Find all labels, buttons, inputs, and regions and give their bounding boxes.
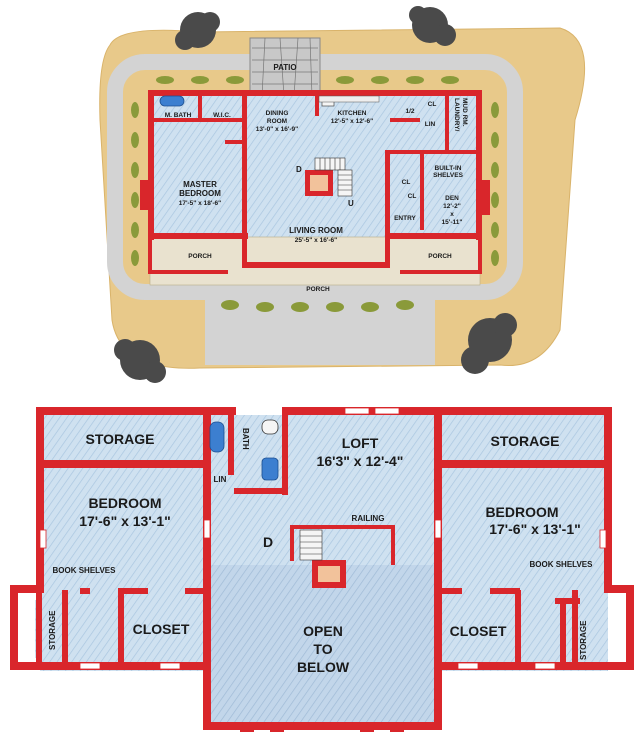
master-bedroom-label-2: BEDROOM <box>179 189 221 198</box>
upper-floor-walls <box>10 407 634 732</box>
upper-windows <box>39 407 607 670</box>
tub-icon <box>209 421 225 453</box>
book-shelves-right-label: BOOK SHELVES <box>530 560 594 569</box>
bath-label: BATH <box>241 428 250 450</box>
master-dims: 17'-5" x 18'-6" <box>179 200 222 207</box>
den-closet-label: CL <box>402 179 411 186</box>
closet-left-label: CLOSET <box>133 621 190 637</box>
tub-icon <box>159 95 185 107</box>
den-dims-2: x <box>450 211 454 218</box>
dining-room-label: DINING <box>266 110 289 117</box>
den-dims-1: 12'-2" <box>443 203 461 210</box>
patio-stones <box>252 37 318 97</box>
open-label-3: BELOW <box>297 659 350 675</box>
storage-small-right-label: STORAGE <box>579 620 588 660</box>
book-shelves-left-label: BOOK SHELVES <box>53 566 117 575</box>
open-label-1: OPEN <box>303 623 343 639</box>
entry-closet-label: CL <box>408 193 417 200</box>
toilet-icon <box>261 419 279 435</box>
railing-label: RAILING <box>352 514 385 523</box>
patio-label: PATIO <box>273 63 296 72</box>
porch-deck <box>149 236 481 286</box>
entry-label: ENTRY <box>394 215 416 222</box>
tree-icon <box>114 6 517 383</box>
living-room-label: LIVING ROOM <box>289 226 343 235</box>
sink-icon <box>261 457 279 481</box>
den-label: DEN <box>445 195 459 202</box>
fireplace-hearth <box>310 175 328 191</box>
upper-stairs <box>299 529 323 561</box>
front-path <box>205 285 435 365</box>
built-in-label-1: BUILT-IN <box>435 165 462 172</box>
storage-right-label: STORAGE <box>491 433 560 449</box>
porch-left-label: PORCH <box>188 253 212 260</box>
m-bath-label: M. BATH <box>165 112 192 119</box>
upper-floor-plan: STORAGE STORAGE BATH LIN LOFT 16'3" x 12… <box>10 407 634 732</box>
main-floor-walls <box>140 90 490 274</box>
living-dims: 25'-5" x 16'-6" <box>295 237 338 244</box>
closet-right-label: CLOSET <box>450 623 507 639</box>
built-in-label-2: SHELVES <box>433 172 464 179</box>
linen-label: LIN <box>425 121 436 128</box>
loft-label: LOFT <box>342 435 379 451</box>
fireplace-upper <box>318 566 340 582</box>
bedroom-right-dims: 17'-6" x 13'-1" <box>489 521 581 537</box>
storage-left-label: STORAGE <box>86 431 155 447</box>
stair-d-label: D <box>296 165 302 174</box>
laundry-label: LAUNDRY/ <box>453 98 460 132</box>
closet-label: CL <box>428 101 437 108</box>
dining-dims: 13'-0" x 16'-9" <box>256 126 299 133</box>
counter <box>318 95 380 103</box>
lin-label: LIN <box>214 475 227 484</box>
loft-dims: 16'3" x 12'-4" <box>317 453 404 469</box>
kitchen-dims: 12'-5" x 12'-6" <box>331 118 374 125</box>
main-floor-plan: PATIO <box>99 6 586 383</box>
main-stairs <box>314 157 353 197</box>
storage-small-left-label: STORAGE <box>48 610 57 650</box>
laundry-label-group: LAUNDRY/ MUD RM. <box>453 98 468 132</box>
porch-front-label: PORCH <box>306 286 330 293</box>
porch-right-label: PORCH <box>428 253 452 260</box>
storage-nook-right <box>565 600 593 658</box>
open-to-below-area <box>210 565 435 730</box>
stair-u-label: U <box>348 199 354 208</box>
bedroom-left-label: BEDROOM <box>88 495 161 511</box>
den-dims-3: 15'-11" <box>442 219 463 226</box>
kitchen-label: KITCHEN <box>338 110 367 117</box>
dining-room-label-2: ROOM <box>267 118 287 125</box>
open-label-2: TO <box>313 641 332 657</box>
stair-d-label: D <box>263 534 273 550</box>
wic-label: W.I.C. <box>213 112 231 119</box>
mud-room-label: MUD RM. <box>461 98 468 127</box>
bedroom-left-dims: 17'-6" x 13'-1" <box>79 513 171 529</box>
master-bedroom-label: MASTER <box>183 180 217 189</box>
bedroom-right-label: BEDROOM <box>485 504 558 520</box>
half-bath-label: 1/2 <box>405 108 414 115</box>
